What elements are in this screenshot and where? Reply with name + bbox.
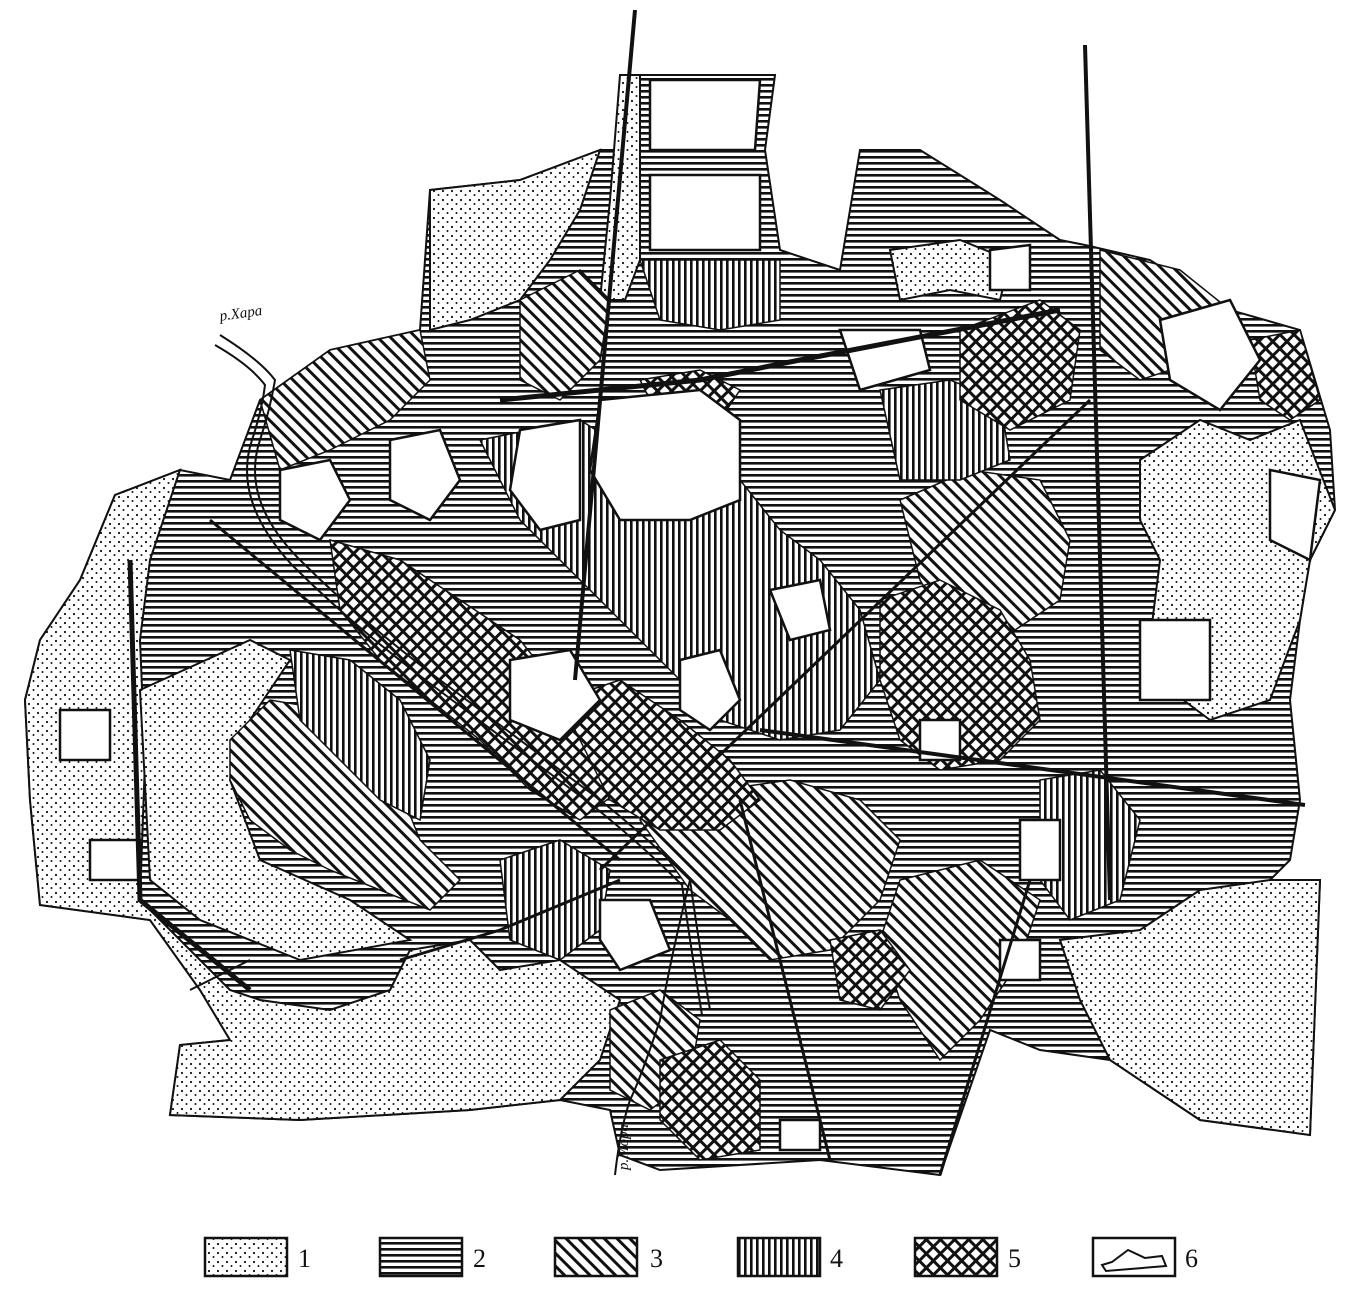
legend-label-4: 4: [830, 1244, 843, 1273]
road-west-northwest: [209, 518, 621, 862]
zone-6-areas: [58, 78, 1322, 1152]
zone-3-areas: [229, 249, 1231, 1111]
zone-6-north-park: [508, 418, 582, 532]
zone-6-northwest-a: [278, 458, 352, 542]
zone-6-center-north: [838, 328, 932, 392]
zone-3-north: [519, 269, 611, 401]
zone-1-northwest: [429, 148, 602, 332]
zone-6-east-mid: [1268, 468, 1322, 562]
zone-6-west-a: [58, 708, 112, 762]
river-hara: [219, 334, 711, 1011]
zone-6-north-quarter: [648, 78, 762, 152]
zone-6-south-a: [598, 898, 672, 972]
zone-6-center-b: [678, 648, 742, 732]
zone-5-northeast: [959, 299, 1081, 431]
legend-label-1: 1: [298, 1244, 311, 1273]
legend: 1 2 3 4 5 6: [203, 1236, 1198, 1278]
river-label-north: р.Хара: [218, 303, 264, 325]
legend-swatch-horizontal: [378, 1236, 464, 1278]
legend-item-1: 1: [203, 1236, 311, 1278]
legend-swatch-crosshatch: [913, 1236, 999, 1278]
legend-label-3: 3: [650, 1244, 663, 1273]
zone-6-north-block: [648, 173, 762, 252]
zone-6-northeast-block: [1158, 298, 1262, 412]
zone-1-northeast: [888, 238, 1012, 302]
legend-item-4: 4: [736, 1236, 843, 1278]
zone-5-core-center: [558, 679, 762, 831]
zone-6-south-small: [778, 1118, 822, 1152]
legend-swatch-dots: [203, 1236, 289, 1278]
road-northeast: [598, 398, 1092, 872]
legend-swatch-diagonal: [553, 1236, 639, 1278]
legend-label-5: 5: [1008, 1244, 1021, 1273]
road-south: [738, 799, 832, 1161]
road-south-west: [399, 878, 621, 962]
legend-label-2: 2: [473, 1244, 486, 1273]
legend-item-6: 6: [1091, 1236, 1198, 1278]
river-mora: [614, 879, 691, 1176]
zone-6-center-east: [918, 718, 962, 762]
legend-label-6: 6: [1185, 1244, 1198, 1273]
zone-6-ne-small: [988, 243, 1032, 292]
zone-5-south-tip: [659, 1039, 761, 1161]
transport-lines: [127, 9, 1306, 1176]
road-north-diagonal: [499, 307, 1061, 403]
legend-item-3: 3: [553, 1236, 663, 1278]
legend-swatch-vertical: [736, 1236, 822, 1278]
rivers: [214, 334, 711, 1176]
zone-1-southwest-inner: [138, 638, 413, 962]
zone-6-center-mid: [768, 578, 832, 642]
railway-north: [573, 9, 637, 681]
zone-6-west-b: [88, 838, 142, 882]
zone-6-south-b: [1018, 818, 1062, 882]
legend-outline-shape-icon: [1100, 1248, 1168, 1273]
zone-5-areas: [329, 299, 1321, 1161]
river-label-south: р.Мора: [616, 1124, 632, 1171]
zone-3-northwest: [259, 329, 431, 472]
zone-6-east-block: [1138, 618, 1212, 702]
road-southeast: [938, 879, 1032, 1176]
zone-5-east-edge: [1249, 329, 1321, 421]
zone-6-central-park: [588, 388, 742, 522]
road-west-loop: [127, 559, 252, 992]
zone-6-northwest-b: [388, 428, 462, 522]
zone-4-west: [289, 649, 431, 822]
zone-4-north: [638, 259, 781, 331]
zone-1-southeast: [1058, 879, 1322, 1137]
legend-item-2: 2: [378, 1236, 486, 1278]
zone-5-southeast: [829, 929, 911, 1011]
river-hara-bank: [214, 344, 703, 1016]
railway-east: [1083, 44, 1112, 901]
legend-item-5: 5: [913, 1236, 1021, 1278]
road-west-spur: [189, 959, 251, 991]
road-east-west: [759, 728, 1306, 807]
